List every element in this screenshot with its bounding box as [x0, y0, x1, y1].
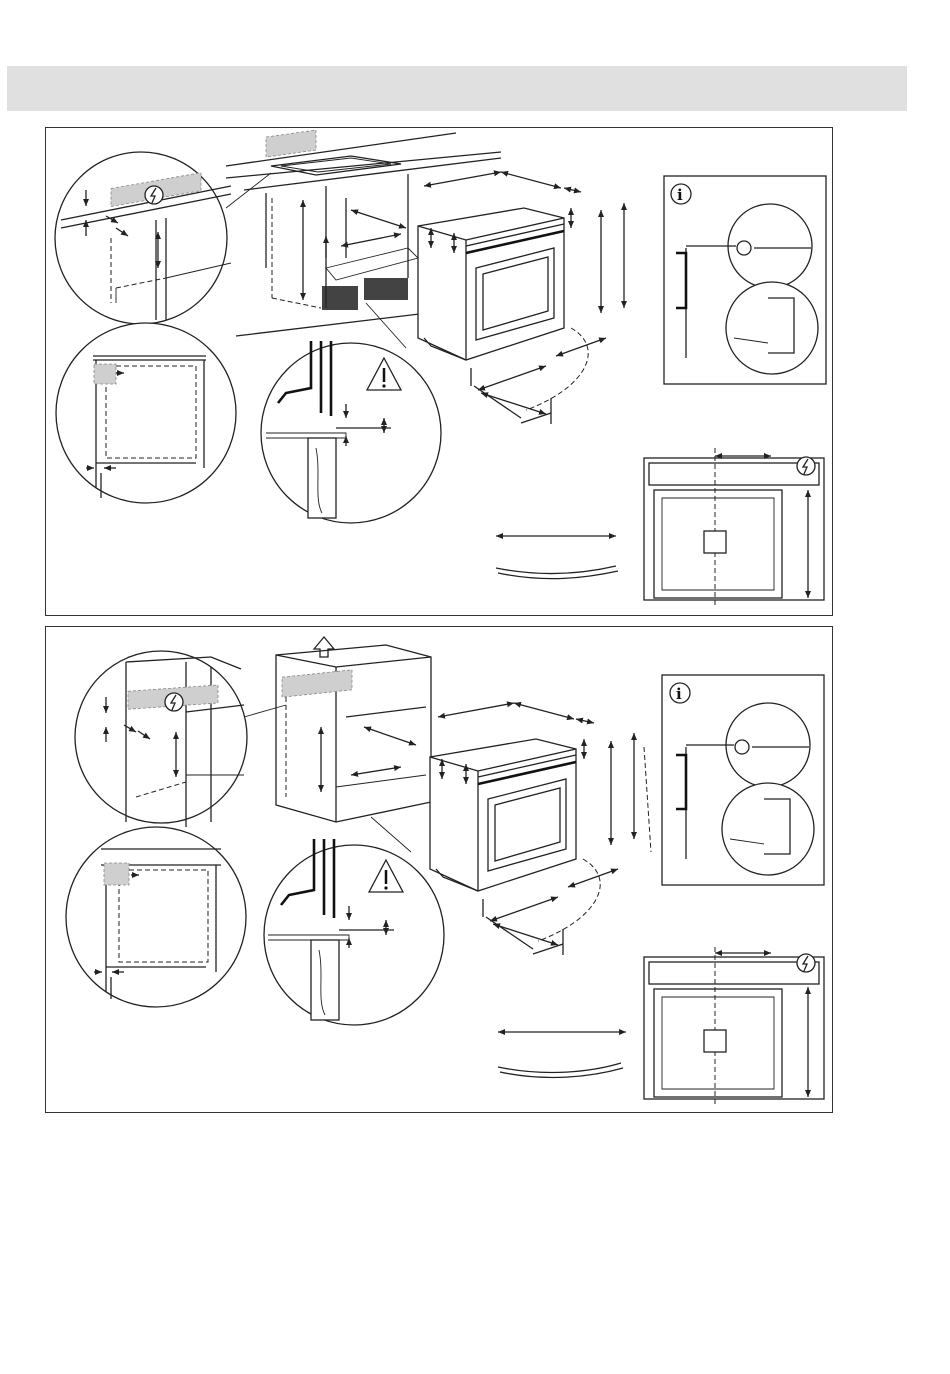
- detail-circle-ventilation-warning: [261, 341, 441, 523]
- tall-column-cabinet: [276, 645, 431, 822]
- info-letter: i: [676, 685, 682, 703]
- diagram-svg: i: [46, 627, 832, 1112]
- electric-hazard-icon: [165, 693, 183, 711]
- electric-hazard-icon: [145, 186, 163, 204]
- detail-circle-side-view: [66, 827, 246, 1007]
- header-band: [7, 66, 907, 111]
- oven-top-view: [644, 448, 824, 608]
- installation-diagram-built-under: i: [45, 127, 833, 616]
- info-box: i: [664, 176, 826, 384]
- info-box: i: [662, 675, 824, 885]
- electric-hazard-icon: [797, 954, 815, 972]
- detail-circle-cable-zone: [75, 651, 247, 827]
- detail-circle-ventilation-warning: [264, 839, 444, 1025]
- detail-circle-side-view: [56, 323, 236, 503]
- info-letter: i: [677, 186, 683, 204]
- installation-diagram-column: i: [45, 626, 833, 1113]
- arrow-up-icon: [314, 637, 334, 657]
- screw-icon: [737, 241, 751, 255]
- cable-zone-shaded: [266, 130, 316, 157]
- oven-top-view: [644, 947, 824, 1107]
- detail-circle-cable-zone: [55, 152, 231, 324]
- oven-isometric: [418, 172, 624, 424]
- diagram-svg: i: [46, 128, 832, 615]
- screw-icon: [735, 740, 749, 754]
- power-cable: [496, 536, 618, 579]
- oven-isometric: [430, 703, 651, 955]
- electric-hazard-icon: [797, 457, 815, 475]
- cabinet-niche: [266, 174, 418, 310]
- power-cable: [498, 1032, 626, 1078]
